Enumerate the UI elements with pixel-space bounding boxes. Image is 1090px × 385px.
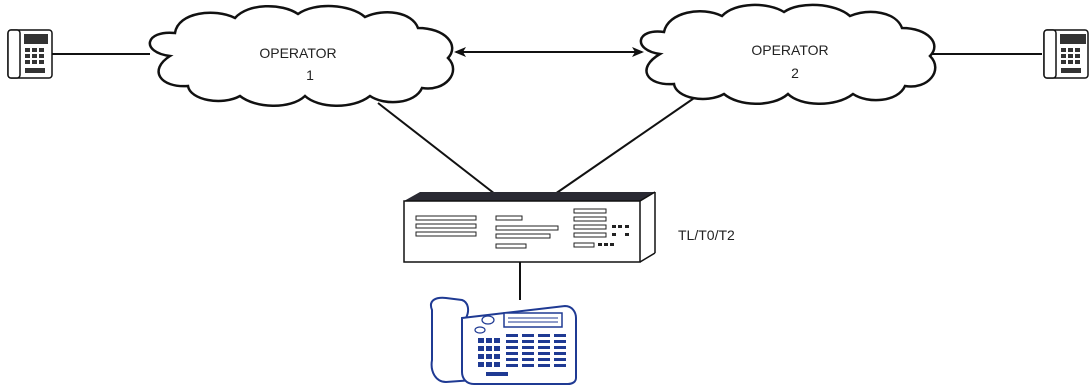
desk-phone-icon [7,29,53,79]
operator-2-title: OPERATOR [751,42,828,58]
desk-phone-icon [1043,29,1089,79]
link-operator1-pbx [377,102,496,195]
pbx-switch-icon [403,191,656,263]
operator-2-number: 2 [791,65,799,81]
cloud-icon [639,3,937,105]
desk-phone-icon [430,296,577,385]
operator-1-cloud: OPERATOR 1 [148,4,455,107]
operator-1-title: OPERATOR [259,45,336,61]
cloud-icon [148,4,455,107]
operator-2-cloud: OPERATOR 2 [639,3,937,105]
link-operator2-pbx [554,93,701,195]
operator-1-number: 1 [306,67,314,83]
pbx-interface-label: TL/T0/T2 [678,227,735,243]
